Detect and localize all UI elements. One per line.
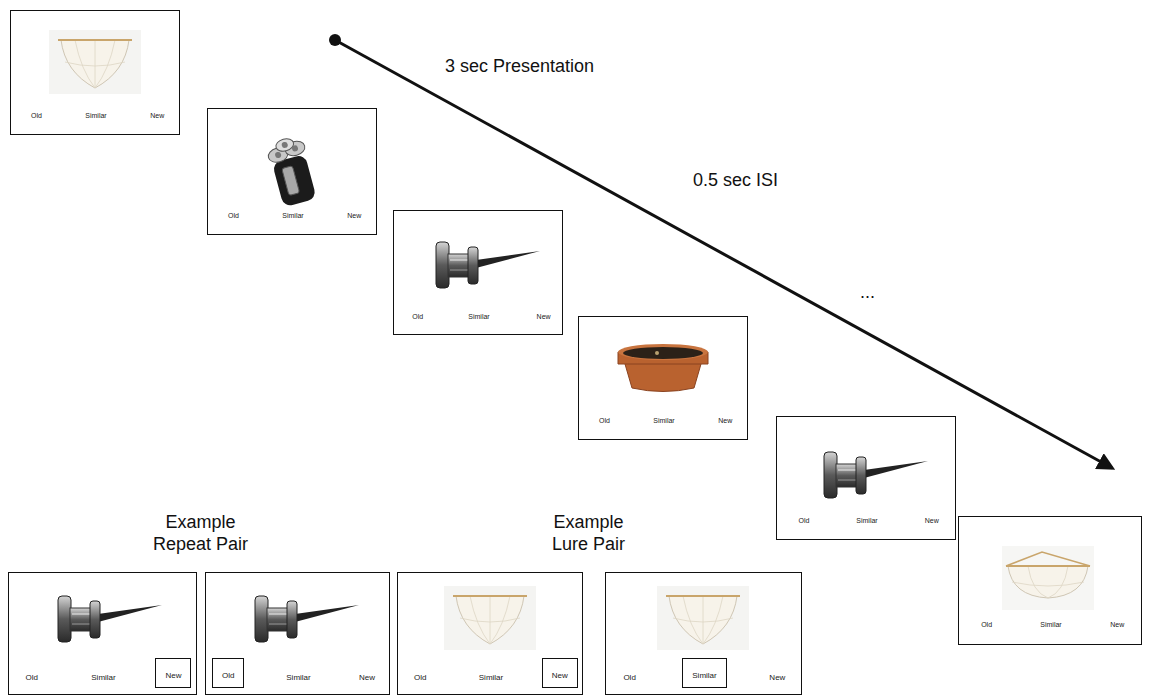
- response-option: New: [1110, 621, 1124, 628]
- selected-response-box: Old: [212, 658, 244, 688]
- screen-frame: Old Similar New: [8, 572, 197, 695]
- screen-frame: Old Similar New: [776, 416, 956, 540]
- response-option: Old: [228, 212, 239, 219]
- response-option: Old: [981, 621, 992, 628]
- screen-frame: Old Similar New: [393, 210, 563, 335]
- response-option: Similar: [479, 674, 503, 682]
- response-option: Similar: [85, 112, 106, 119]
- response-option: Similar: [468, 313, 489, 320]
- response-option: New: [552, 671, 568, 680]
- response-option: Old: [414, 674, 426, 682]
- pushpin-picture: [436, 242, 540, 288]
- response-option: Similar: [856, 517, 877, 524]
- screen-frame: Similar New Old: [205, 572, 390, 695]
- response-option: New: [537, 313, 551, 320]
- response-option: Old: [599, 417, 610, 424]
- example-heading: Example Lure Pair: [541, 512, 636, 555]
- net-picture: [49, 30, 141, 94]
- pushpin-picture: [824, 452, 928, 498]
- response-option: Similar: [91, 674, 115, 682]
- net-picture: [1002, 546, 1094, 610]
- selected-response-box: New: [542, 658, 578, 688]
- screen-frame: Old Similar New: [578, 316, 748, 440]
- net-picture: [657, 586, 749, 650]
- response-option: Similar: [653, 417, 674, 424]
- response-option: Old: [623, 674, 635, 682]
- timing-label: ...: [860, 282, 875, 304]
- response-option: Old: [31, 112, 42, 119]
- response-option: New: [925, 517, 939, 524]
- response-option: New: [718, 417, 732, 424]
- pushpin-picture: [255, 596, 359, 642]
- example-heading: Example Repeat Pair: [138, 512, 263, 555]
- response-option: New: [359, 674, 375, 682]
- response-option: Old: [25, 674, 37, 682]
- pot-picture: [618, 344, 708, 392]
- response-option: Similar: [1040, 621, 1061, 628]
- response-option: New: [769, 674, 785, 682]
- timing-label: 0.5 sec ISI: [693, 170, 778, 192]
- response-option: New: [165, 671, 181, 680]
- selected-response-box: New: [155, 658, 191, 688]
- response-option: New: [150, 112, 164, 119]
- pushpin-picture: [58, 596, 162, 642]
- screen-frame: Old Similar New: [10, 10, 180, 135]
- response-option: Old: [799, 517, 810, 524]
- response-option: Similar: [692, 671, 716, 680]
- response-option: Similar: [286, 674, 310, 682]
- selected-response-box: Similar: [682, 658, 726, 688]
- shaver-picture: [265, 134, 319, 208]
- net-picture: [444, 586, 536, 650]
- screen-frame: Old Similar New: [397, 572, 583, 695]
- response-option: Similar: [282, 212, 303, 219]
- response-option: Old: [412, 313, 423, 320]
- timing-label: 3 sec Presentation: [445, 56, 594, 78]
- screen-frame: Old Similar New: [958, 516, 1142, 645]
- screen-frame: Old New Similar: [605, 572, 802, 695]
- screen-frame: Old Similar New: [207, 108, 377, 235]
- response-option: New: [347, 212, 361, 219]
- timeline-arrow: [329, 34, 1112, 468]
- response-option: Old: [222, 671, 234, 680]
